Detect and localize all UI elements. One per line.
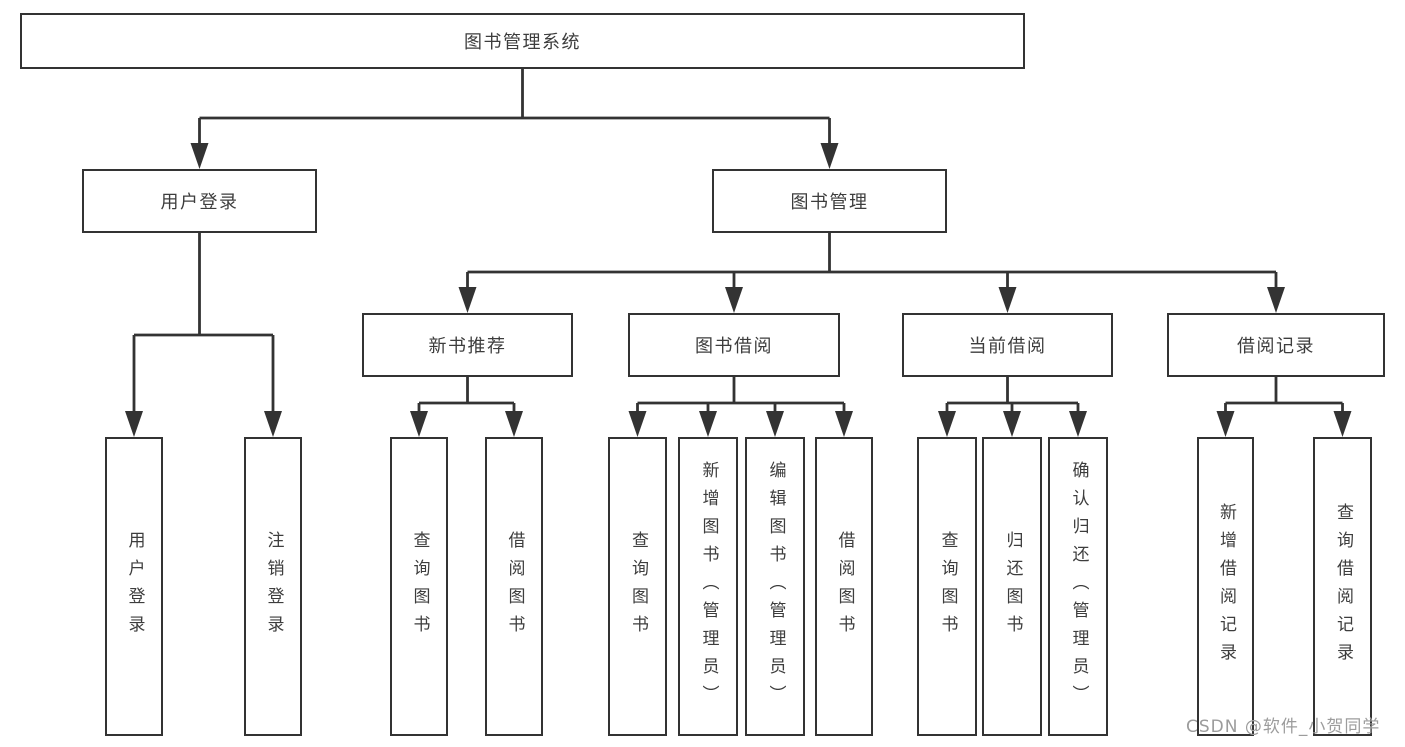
leaf-query-books-borrow: 查询图书 xyxy=(608,437,667,736)
leaf-query-books-recommend: 查询图书 xyxy=(390,437,448,736)
arrowhead xyxy=(725,287,743,313)
leaf-add-book-admin: 新增图书（管理员） xyxy=(678,437,738,736)
leaf-user-login: 用户登录 xyxy=(105,437,163,736)
connector-book-mgmt-to-level3 xyxy=(466,233,1278,290)
arrowhead xyxy=(1003,411,1021,437)
node-book-borrowing: 图书借阅 xyxy=(628,313,840,377)
connector-new-books-to-leaves xyxy=(417,377,516,414)
node-book-management: 图书管理 xyxy=(712,169,947,233)
node-borrowing-records: 借阅记录 xyxy=(1167,313,1385,377)
leaf-query-books-current: 查询图书 xyxy=(917,437,977,736)
connector-root-to-level2 xyxy=(198,69,831,146)
arrowhead xyxy=(998,287,1017,313)
arrowhead xyxy=(835,411,853,437)
arrowhead xyxy=(820,143,839,169)
node-library-system: 图书管理系统 xyxy=(20,13,1025,69)
node-user-login: 用户登录 xyxy=(82,169,317,233)
connector-user-login-to-leaves xyxy=(132,233,275,414)
connector-current-borrow-to-leaves xyxy=(945,377,1080,414)
arrowhead xyxy=(766,411,784,437)
csdn-watermark: CSDN @软件_小贺同学 xyxy=(1186,717,1381,737)
arrowhead xyxy=(938,411,956,437)
arrowhead xyxy=(264,411,282,437)
arrowhead xyxy=(125,411,143,437)
leaf-borrow-books-recommend: 借阅图书 xyxy=(485,437,543,736)
arrowhead xyxy=(699,411,717,437)
leaf-borrow-books: 借阅图书 xyxy=(815,437,873,736)
arrowhead xyxy=(1069,411,1087,437)
arrowhead xyxy=(628,411,647,437)
leaf-return-book: 归还图书 xyxy=(982,437,1042,736)
arrowhead xyxy=(505,411,523,437)
arrowhead xyxy=(1267,287,1285,313)
leaf-add-borrow-record: 新增借阅记录 xyxy=(1197,437,1254,736)
leaf-logout: 注销登录 xyxy=(244,437,302,736)
leaf-edit-book-admin: 编辑图书（管理员） xyxy=(745,437,805,736)
connector-book-borrow-to-leaves xyxy=(636,377,846,414)
arrowhead xyxy=(1216,411,1235,437)
arrowhead xyxy=(1333,411,1352,437)
leaf-query-borrow-record: 查询借阅记录 xyxy=(1313,437,1372,736)
arrowhead xyxy=(410,411,428,437)
node-new-book-recommend: 新书推荐 xyxy=(362,313,573,377)
arrowhead xyxy=(458,287,477,313)
connector-borrow-records-to-leaves xyxy=(1224,377,1344,414)
node-current-borrowing: 当前借阅 xyxy=(902,313,1113,377)
leaf-confirm-return-admin: 确认归还（管理员） xyxy=(1048,437,1108,736)
arrowhead xyxy=(190,143,209,169)
